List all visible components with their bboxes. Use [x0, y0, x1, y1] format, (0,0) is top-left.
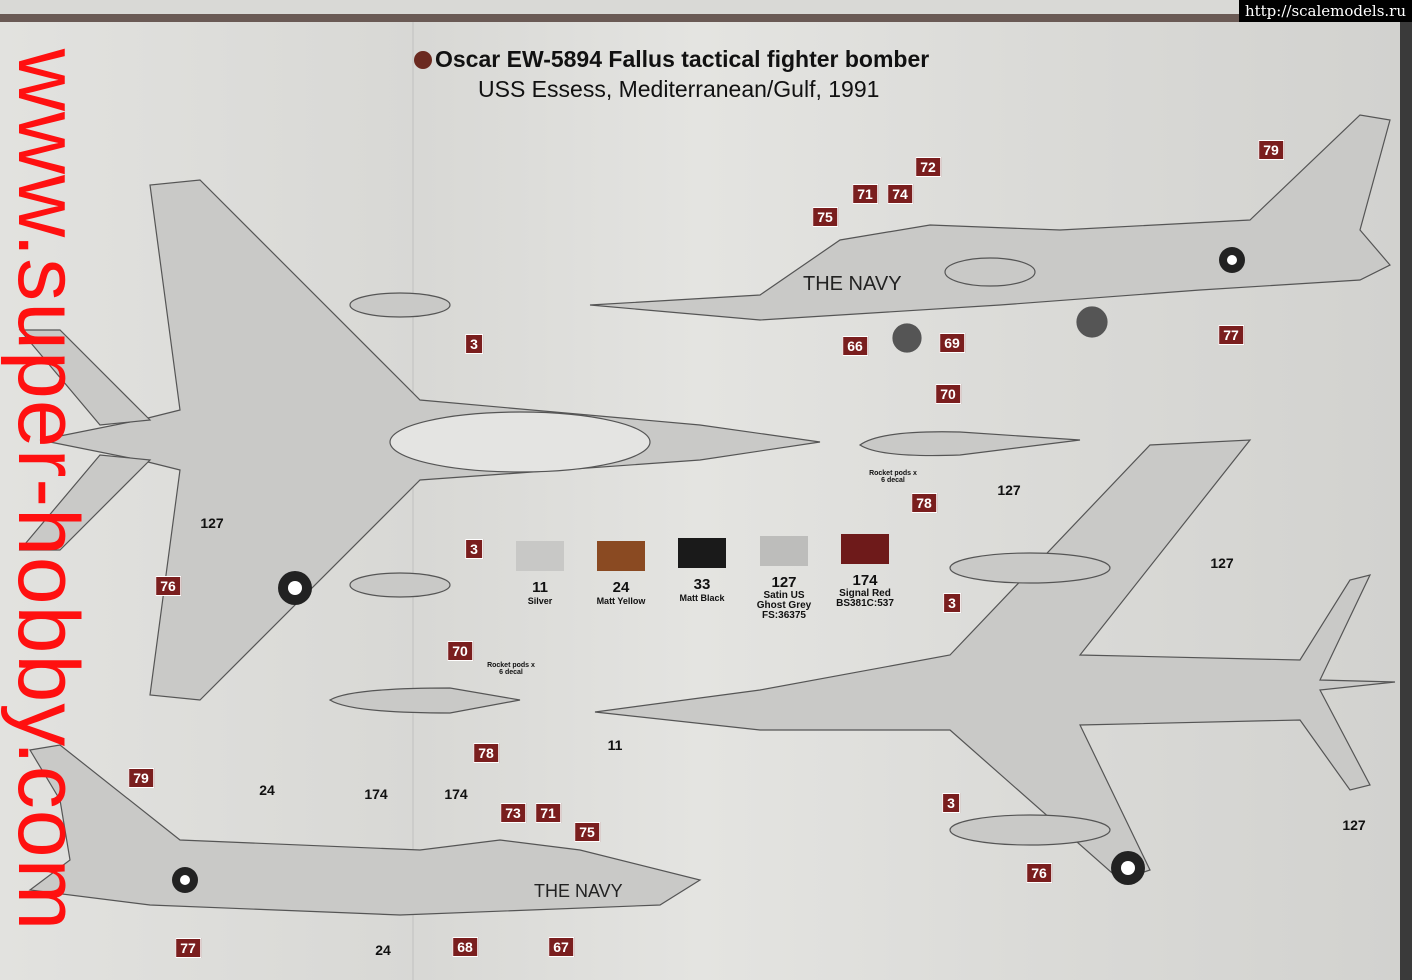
callout-badge: 74 [887, 184, 913, 204]
callout-badge: 75 [812, 207, 838, 227]
callout-badge: 73 [500, 803, 526, 823]
paint-label: 127 [1210, 555, 1234, 571]
callout-badge: 71 [535, 803, 561, 823]
side-view-aircraft-right [589, 114, 1391, 321]
paint-name: Satin US Ghost Grey FS:36375 [756, 590, 812, 621]
site-watermark: http://scalemodels.ru [1238, 0, 1412, 22]
swatch-color [597, 541, 645, 571]
callout-badge: 72 [915, 157, 941, 177]
paint-label: 174 [444, 786, 468, 802]
callout-badge: 78 [911, 493, 937, 513]
scheme-subtitle: USS Essess, Mediterranean/Gulf, 1991 [478, 76, 880, 102]
callout-badge: 79 [1258, 140, 1284, 160]
callout-badge: 66 [842, 336, 868, 356]
paint-number: 11 [532, 579, 548, 596]
watermark-text: www.super-hobby.com [0, 48, 96, 932]
callout-badge: 71 [852, 184, 878, 204]
rocket-pod [328, 687, 521, 714]
swatch-color [678, 538, 726, 568]
rocket-pod [858, 431, 1081, 457]
side-view-aircraft-left [28, 744, 702, 916]
sheet-edge [0, 14, 1412, 22]
paint-name: Matt Black [679, 593, 725, 603]
callout-badge: 68 [452, 937, 478, 957]
paint-name: Matt Yellow [596, 596, 646, 606]
paint-name: Signal Red BS381C:537 [836, 588, 894, 609]
scheme-marker-icon [414, 51, 432, 69]
paint-number: 24 [612, 579, 630, 596]
callout-badge: 76 [155, 576, 181, 596]
callout-badge: 3 [943, 593, 961, 613]
paint-label: 127 [200, 515, 224, 531]
callout-badge: 3 [942, 793, 960, 813]
paint-label: 174 [364, 786, 388, 802]
scheme-title: Oscar EW-5894 Fallus tactical fighter bo… [414, 46, 929, 72]
paint-name: Silver [527, 596, 553, 606]
bottom-view-aircraft [594, 439, 1396, 881]
paint-label: 127 [1342, 817, 1366, 833]
callout-badge: 67 [548, 937, 574, 957]
background-edge [1400, 0, 1412, 980]
callout-badge: 79 [128, 768, 154, 788]
swatch-color [516, 541, 564, 571]
rocket-note: Rocket pods x 6 decal [869, 470, 917, 484]
title-text: Oscar EW-5894 Fallus tactical fighter bo… [435, 46, 930, 72]
callout-badge: 70 [447, 641, 473, 661]
callout-badge: 78 [473, 743, 499, 763]
navy-marking: THE NAVY [534, 881, 623, 901]
callout-badge: 77 [1218, 325, 1244, 345]
callout-badge: 75 [574, 822, 600, 842]
paint-number: 33 [693, 576, 711, 593]
paint-label: 24 [375, 942, 391, 958]
navy-marking: THE NAVY [803, 273, 902, 295]
rocket-note: Rocket pods x 6 decal [487, 662, 535, 676]
paint-number: 127 [771, 574, 797, 591]
fold-line [412, 22, 414, 980]
callout-badge: 77 [175, 938, 201, 958]
swatch-color [760, 536, 808, 566]
swatch-color [841, 534, 889, 564]
paint-number: 174 [852, 572, 878, 589]
paint-label: 24 [259, 782, 275, 798]
callout-badge: 76 [1026, 863, 1052, 883]
callout-badge: 3 [465, 539, 483, 559]
callout-badge: 70 [935, 384, 961, 404]
paint-label: 11 [607, 737, 623, 753]
paint-label: 127 [997, 482, 1021, 498]
callout-badge: 69 [939, 333, 965, 353]
callout-badge: 3 [465, 334, 483, 354]
